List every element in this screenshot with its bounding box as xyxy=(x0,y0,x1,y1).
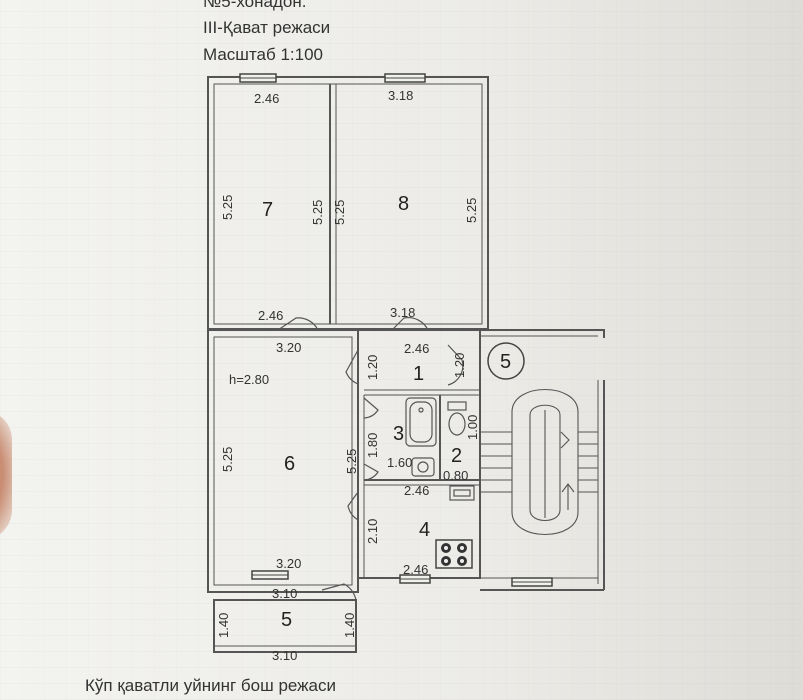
dim-room4-top: 2.46 xyxy=(404,483,429,498)
door-room-7 xyxy=(277,317,319,331)
room-3-number: 3 xyxy=(393,423,404,445)
dim-room8-top: 3.18 xyxy=(388,88,413,103)
apartment-number-label: №5-хонадон. xyxy=(203,0,307,11)
dim-room6-bottom: 3.20 xyxy=(276,556,301,571)
dim-room3-bottom: 1.60 xyxy=(387,455,412,470)
dim-room1-top: 2.46 xyxy=(404,341,429,356)
door-balcony xyxy=(321,583,357,601)
dim-room7-bottom: 2.46 xyxy=(258,308,283,323)
dim-room1-left: 1.20 xyxy=(365,355,380,380)
stove-icon xyxy=(435,539,473,569)
dim-balcony-left: 1.40 xyxy=(216,613,231,638)
footer-caption: Кўп қаватли уйнинг бош режаси xyxy=(85,676,336,695)
dim-room1-right: 1.20 xyxy=(452,353,467,378)
dim-room4-bottom: 2.46 xyxy=(403,562,428,577)
stairwell-marker-circle xyxy=(487,342,525,380)
dim-room7-top: 2.46 xyxy=(254,91,279,106)
bathtub-icon xyxy=(405,397,437,447)
dim-room6-right: 5.25 xyxy=(344,449,359,474)
dim-room2-right: 1.00 xyxy=(465,415,480,440)
door-room-6 xyxy=(345,349,359,385)
room-1-number: 1 xyxy=(413,363,424,385)
balcony-outline xyxy=(213,599,357,653)
scale-label: Масштаб 1:100 xyxy=(203,45,323,64)
dim-balcony-right: 1.40 xyxy=(342,613,357,638)
room-6-inner-line xyxy=(213,336,353,586)
upper-rooms-outline xyxy=(207,76,489,330)
dim-room3-left: 1.80 xyxy=(365,433,380,458)
stairwell-top-wall xyxy=(480,329,605,338)
floor-plan-title: III-Қават режаси xyxy=(203,18,331,37)
dim-room4-left: 2.10 xyxy=(365,519,380,544)
dim-balcony-top: 3.10 xyxy=(272,586,297,601)
door-bathroom xyxy=(363,397,379,419)
dim-room6-left: 5.25 xyxy=(220,447,235,472)
dim-room6-top: 3.20 xyxy=(276,340,301,355)
stairwell-number: 5 xyxy=(500,351,511,373)
dim-room7-right: 5.25 xyxy=(310,200,325,225)
dim-balcony-bottom: 3.10 xyxy=(272,648,297,663)
finger-shadow xyxy=(0,410,12,540)
dim-room8-right: 5.25 xyxy=(464,198,479,223)
room-8-number: 8 xyxy=(398,193,409,215)
dim-room8-bottom: 3.18 xyxy=(390,305,415,320)
stair-arrow-down-icon xyxy=(560,431,570,449)
kitchen-sink-icon xyxy=(449,485,475,501)
upper-rooms-inner-line xyxy=(213,83,483,325)
room-7-number: 7 xyxy=(262,199,273,221)
staircase-icon xyxy=(480,388,598,536)
toilet-icon xyxy=(447,401,467,436)
dim-room8-left: 5.25 xyxy=(332,200,347,225)
door-room-8 xyxy=(391,317,429,331)
balcony-number: 5 xyxy=(281,609,292,631)
door-kitchen xyxy=(347,491,359,521)
dim-room7-left: 5.25 xyxy=(220,195,235,220)
dim-room2-bottom: 0.80 xyxy=(443,468,468,483)
room-2-number: 2 xyxy=(451,445,462,467)
door-wc xyxy=(363,463,379,481)
room-6-number: 6 xyxy=(284,453,295,475)
sink-icon xyxy=(411,457,435,477)
room-4-number: 4 xyxy=(419,519,430,541)
ceiling-height-label: h=2.80 xyxy=(229,372,269,387)
door-entrance xyxy=(447,344,464,386)
